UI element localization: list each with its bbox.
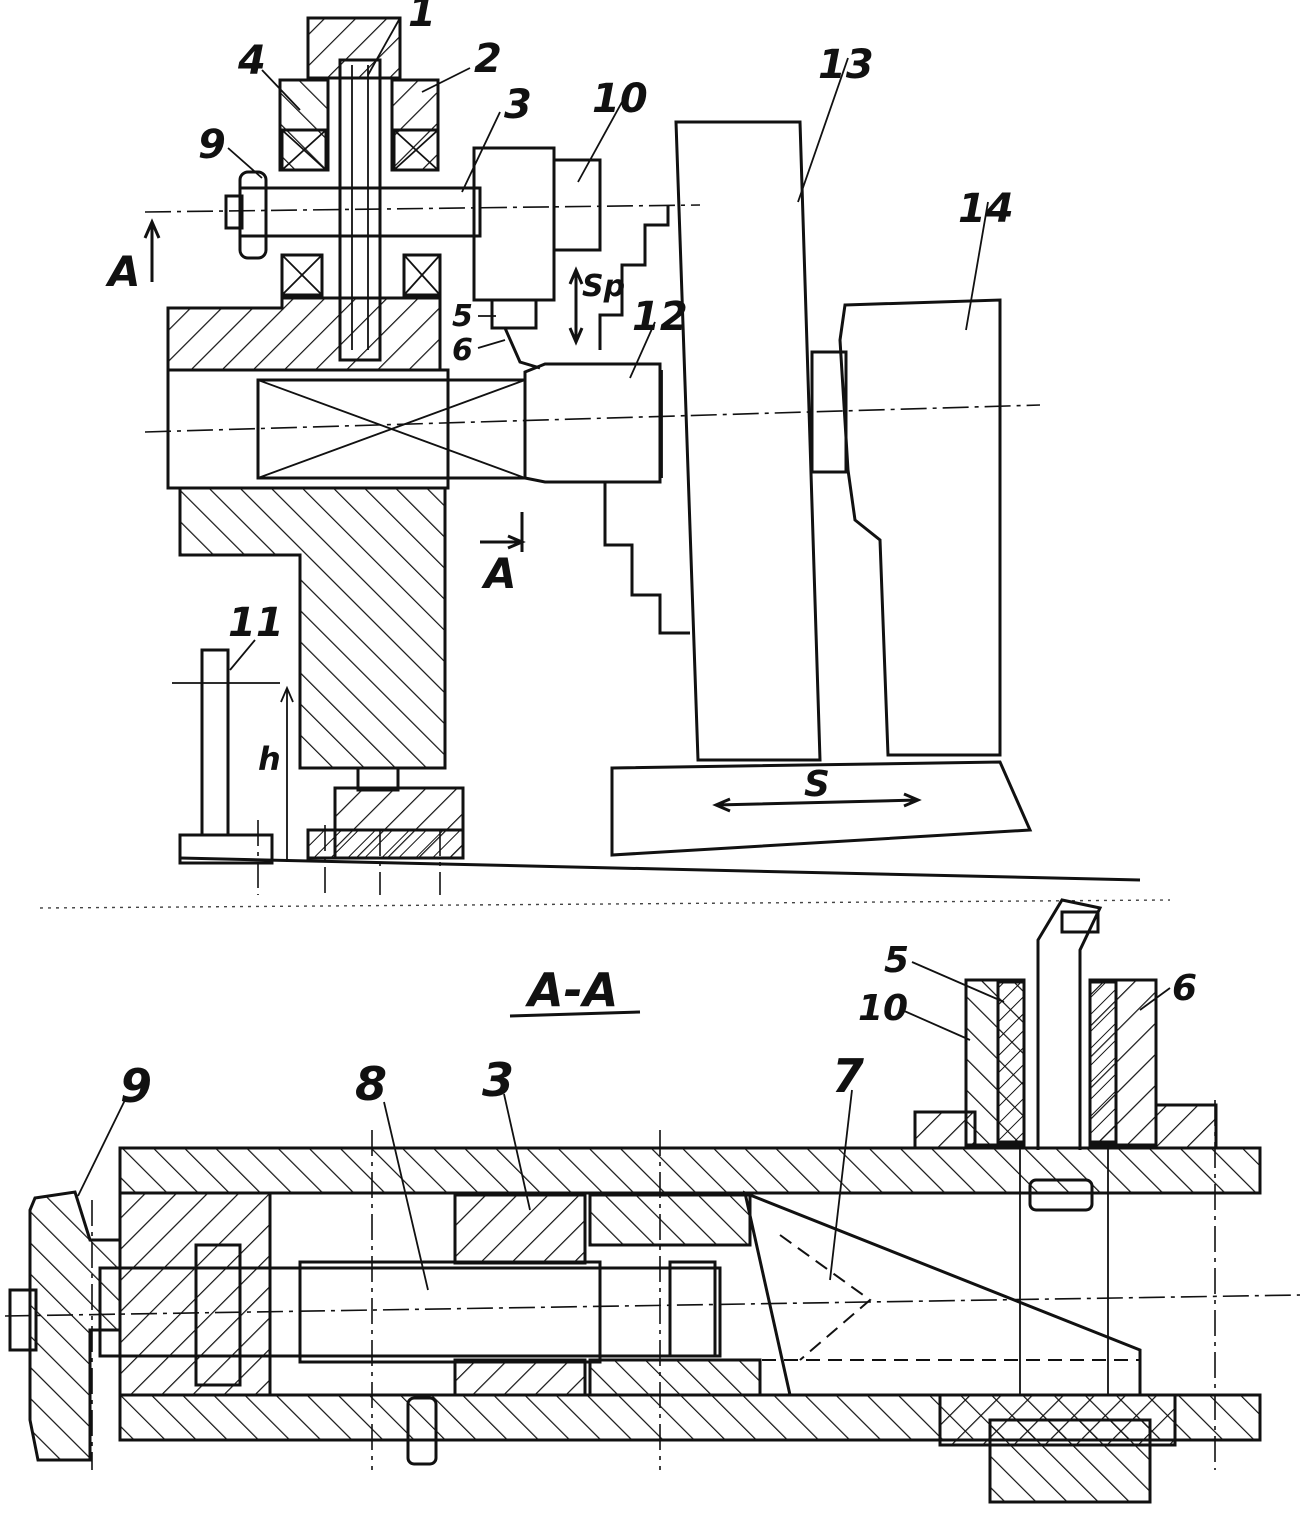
part-3-head xyxy=(472,146,556,302)
section-label-8: 8 xyxy=(355,1057,387,1111)
part-4-housing xyxy=(278,78,330,172)
label-12: 12 xyxy=(632,294,688,340)
section-housing-top xyxy=(118,1146,1262,1195)
section-part-3-bottom xyxy=(453,1358,587,1397)
label-11: 11 xyxy=(228,600,284,646)
label-5: 5 xyxy=(452,299,473,334)
part-9-knob xyxy=(238,170,268,260)
part-10-body xyxy=(552,158,602,252)
s-arrow xyxy=(712,792,922,813)
part-13-plate xyxy=(674,120,822,762)
section-label-6: 6 xyxy=(1172,968,1197,1009)
label-3: 3 xyxy=(504,82,532,128)
part-1-rim xyxy=(306,16,402,80)
leader-lines xyxy=(227,17,989,671)
sp-arrow xyxy=(568,266,584,346)
part-12-workpiece xyxy=(523,362,662,484)
housing-body xyxy=(166,296,442,372)
section-title: A-A xyxy=(525,963,618,1017)
carriage xyxy=(610,760,1033,857)
part-2-housing xyxy=(390,78,440,172)
label-2: 2 xyxy=(474,36,502,82)
top-view: 1 2 3 4 5 6 9 10 11 12 13 14 A A Sp S h xyxy=(105,0,1141,895)
section-part-3-top xyxy=(453,1193,587,1265)
label-4: 4 xyxy=(237,38,266,84)
section-inner-shaft xyxy=(98,1266,722,1358)
section-view: A-A xyxy=(4,898,1301,1504)
section-leader-lines xyxy=(77,961,1171,1291)
label-h: h xyxy=(258,740,281,778)
label-10: 10 xyxy=(592,76,648,122)
label-sp: Sp xyxy=(582,269,625,304)
section-label-7: 7 xyxy=(832,1049,864,1103)
label-14: 14 xyxy=(958,186,1014,232)
spindle-bore xyxy=(166,368,450,490)
section-arrow-bottom xyxy=(480,512,526,552)
label-A-bottom: A xyxy=(481,549,517,598)
label-6: 6 xyxy=(452,333,473,368)
section-label-9: 9 xyxy=(120,1059,152,1113)
label-13: 13 xyxy=(818,42,874,88)
stepped-profile xyxy=(598,205,670,350)
section-bottom-foot xyxy=(988,1418,1152,1504)
section-label-5: 5 xyxy=(884,940,909,981)
section-part-7-wedge xyxy=(742,1190,1142,1397)
part-5-tool xyxy=(490,298,538,330)
label-A-top: A xyxy=(105,247,141,296)
part-6-tip xyxy=(503,327,541,370)
label-1: 1 xyxy=(408,0,436,36)
section-label-3: 3 xyxy=(482,1053,514,1107)
bearings xyxy=(280,128,442,297)
label-s: S xyxy=(804,764,830,805)
part-11-post xyxy=(200,648,230,837)
view-separator xyxy=(39,899,1171,909)
part-14-chuck xyxy=(838,298,1002,757)
section-label-10: 10 xyxy=(858,988,908,1029)
section-part-9 xyxy=(28,1190,122,1462)
worm-shaft xyxy=(238,186,482,238)
label-9: 9 xyxy=(198,122,226,168)
section-part-5-cutter xyxy=(1036,898,1103,1150)
housing-lower xyxy=(178,486,447,770)
section-arrow-top xyxy=(143,218,161,282)
